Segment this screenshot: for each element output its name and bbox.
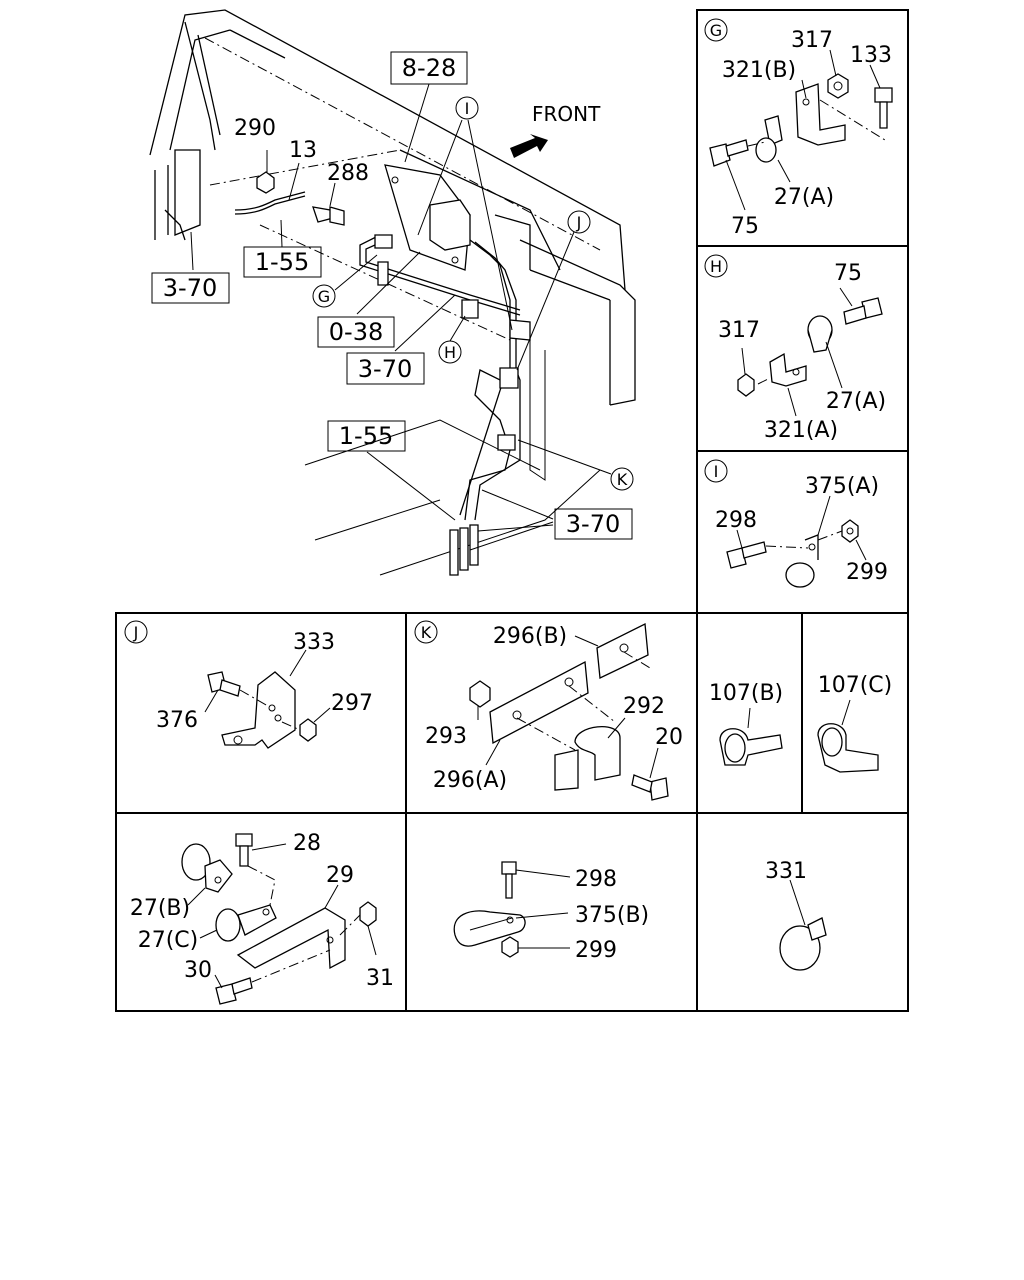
detail-I-mark: I [714,462,719,481]
detail-I-299: 299 [846,560,888,585]
detail-27-panel: 28 29 27(B) 27(C) 30 31 [130,831,394,1005]
mark-H: H [444,343,456,362]
panel-frames [115,9,909,1012]
detail-J-333: 333 [293,630,335,655]
callout-13: 13 [289,138,317,163]
detail-K-panel: K 296(B) 292 293 20 296(A) [414,620,683,801]
detail-G-75: 75 [731,214,759,239]
mark-G: G [318,287,330,306]
detail-I-298: 298 [715,508,757,533]
detail-G-317: 317 [791,28,833,53]
detail-331-panel: 331 [765,859,827,971]
ref-0-38: 0-38 [329,318,383,346]
detail-I-375A: 375(A) [805,474,879,499]
detail-J-376: 376 [156,708,198,733]
ref-3-70-left: 3-70 [163,274,217,302]
detail-375B-298: 298 [575,867,617,892]
detail-375B-299: 299 [575,938,617,963]
detail-107B: 107(B) [709,681,783,706]
detail-J-panel: J 333 376 297 [124,620,373,749]
detail-K-296A: 296(A) [433,768,507,793]
detail-I-panel: I 375(A) 298 299 [704,459,888,588]
detail-K-20: 20 [655,725,683,750]
ref-8-28: 8-28 [402,54,456,82]
ref-1-55-lower: 1-55 [339,422,393,450]
detail-27-29: 29 [326,863,354,888]
detail-G-27A: 27(A) [774,185,834,210]
front-label: FRONT [532,102,601,126]
detail-G-panel: G 317 133 321(B) 27(A) 75 [704,18,893,239]
detail-H-panel: H 75 317 27(A) 321(A) [704,254,886,443]
callout-290: 290 [234,116,276,141]
detail-375B-375B: 375(B) [575,903,649,928]
ref-3-70-mid: 3-70 [358,355,412,383]
detail-G-mark: G [710,21,722,40]
detail-H-75: 75 [834,261,862,286]
detail-331-label: 331 [765,859,807,884]
detail-27-30: 30 [184,958,212,983]
detail-G-133: 133 [850,43,892,68]
detail-27-27B: 27(B) [130,896,190,921]
detail-H-mark: H [710,257,722,276]
detail-J-mark: J [133,623,139,642]
detail-K-296B: 296(B) [493,624,567,649]
ref-3-70-right: 3-70 [566,510,620,538]
mark-K: K [617,470,628,489]
detail-J-297: 297 [331,691,373,716]
detail-107C: 107(C) [818,673,893,698]
detail-H-321A: 321(A) [764,418,838,443]
detail-K-292: 292 [623,694,665,719]
detail-K-mark: K [421,623,432,642]
detail-375B-panel: 298 375(B) 299 [453,861,649,963]
detail-H-27A: 27(A) [826,389,886,414]
mark-J: J [576,213,582,232]
detail-107-panels: 107(B) 107(C) [709,673,893,773]
detail-K-293: 293 [425,724,467,749]
detail-27-27C: 27(C) [138,928,199,953]
main-assembly-view: 8-28 1-55 3-70 0-38 3-70 1-55 3-70 290 1… [149,9,636,576]
ref-1-55-upper: 1-55 [255,248,309,276]
mark-I: I [465,99,470,118]
detail-G-321B: 321(B) [722,58,796,83]
detail-27-31: 31 [366,966,394,991]
callout-288: 288 [327,161,369,186]
detail-H-317: 317 [718,318,760,343]
detail-27-28: 28 [293,831,321,856]
